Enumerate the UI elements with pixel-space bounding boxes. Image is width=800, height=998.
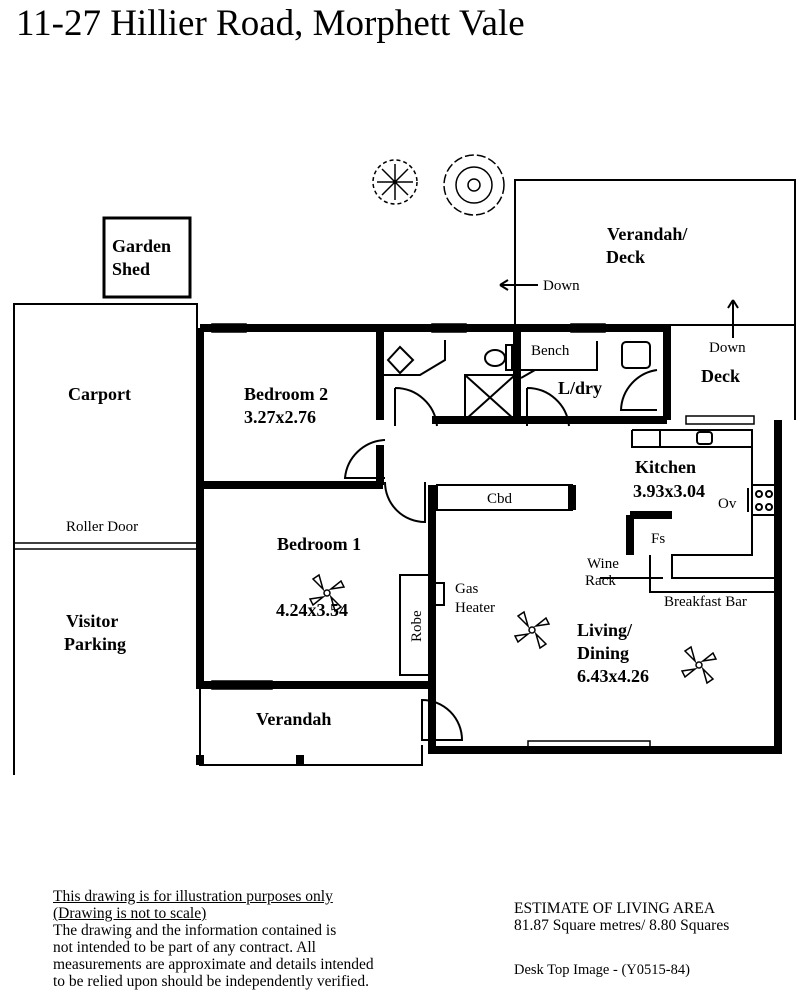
visitor-parking-label-2: Parking (64, 634, 126, 654)
disclaimer-line: not intended to be part of any contract.… (53, 939, 316, 956)
visitor-parking-label: Visitor (66, 611, 118, 631)
bedroom1-size: 4.24x3.54 (276, 600, 348, 620)
garden-shed-label: Garden (112, 236, 171, 256)
cbd-label: Cbd (487, 491, 513, 507)
walls (196, 324, 782, 765)
wine-rack-label: Wine (587, 556, 619, 572)
area-value: 81.87 Square metres/ 8.80 Squares (514, 917, 730, 934)
laundry-tub (621, 341, 651, 369)
bench-label: Bench (531, 343, 570, 359)
verandah-deck-label-2: Deck (606, 247, 645, 267)
disclaimer-line: measurements are approximate and details… (53, 956, 374, 973)
deck-down-label: Down (709, 340, 746, 356)
page-title: 11-27 Hillier Road, Morphett Vale (16, 3, 525, 44)
area-heading: ESTIMATE OF LIVING AREA (514, 900, 716, 917)
garden-shed-outline (102, 216, 192, 299)
down-arrow-left (499, 279, 538, 291)
cooktop (751, 484, 776, 516)
disclaimer-line: (Drawing is not to scale) (53, 905, 207, 922)
verandah-deck-down-label: Down (543, 278, 580, 294)
oven-label: Ov (718, 496, 737, 512)
roller-door-label: Roller Door (66, 519, 138, 535)
breakfast-bar-label: Breakfast Bar (664, 594, 747, 610)
kitchen-name: Kitchen (635, 457, 696, 477)
robe-label: Robe (409, 610, 425, 642)
living-area-estimate: ESTIMATE OF LIVING AREA 81.87 Square met… (514, 900, 729, 934)
deck-label: Deck (701, 366, 740, 386)
living-name: Living/ (577, 620, 633, 640)
laundry-label: L/dry (558, 378, 602, 398)
verandah-deck-outline (514, 179, 796, 420)
vanity-basin (386, 345, 415, 375)
toilet (484, 349, 506, 367)
image-reference: Desk Top Image - (Y0515-84) (514, 962, 690, 978)
living-name-2: Dining (577, 643, 629, 663)
garden-shed-label-2: Shed (112, 259, 150, 279)
carport-outline (13, 303, 198, 775)
bench (520, 341, 598, 379)
fridge-space-label: Fs (651, 531, 665, 547)
ceiling-fan-icon (308, 573, 346, 613)
disclaimer-line: The drawing and the information containe… (53, 922, 337, 939)
ceiling-fan-icon (680, 645, 718, 685)
door-bedroom1 (384, 481, 426, 524)
tree-icon (443, 154, 505, 216)
disclaimer: This drawing is for illustration purpose… (53, 888, 374, 990)
carport-label: Carport (68, 384, 131, 404)
gas-heater-label-2: Heater (455, 600, 495, 616)
kitchen-bench (631, 429, 753, 485)
kitchen-size: 3.93x3.04 (633, 481, 705, 501)
disclaimer-line: This drawing is for illustration purpose… (53, 888, 333, 905)
door-bathroom (394, 386, 438, 427)
verandah-deck-label: Verandah/ (607, 224, 688, 244)
bedroom2-name: Bedroom 2 (244, 384, 328, 404)
verandah-label: Verandah (256, 709, 331, 729)
disclaimer-line: to be relied upon should be independentl… (53, 973, 369, 990)
bedroom1-name: Bedroom 1 (277, 534, 361, 554)
plant-icon (372, 159, 418, 205)
bedroom2-size: 3.27x2.76 (244, 407, 316, 427)
down-arrow-up (727, 299, 739, 338)
wine-rack-label-2: Rack (585, 573, 616, 589)
door-bedroom2 (343, 439, 386, 479)
door-laundry-deck (619, 369, 658, 411)
living-size: 6.43x4.26 (577, 666, 649, 686)
ceiling-fan-icon (513, 610, 551, 650)
gas-heater-label: Gas (455, 581, 478, 597)
verandah-outline (199, 685, 423, 766)
roller-door (13, 542, 198, 550)
